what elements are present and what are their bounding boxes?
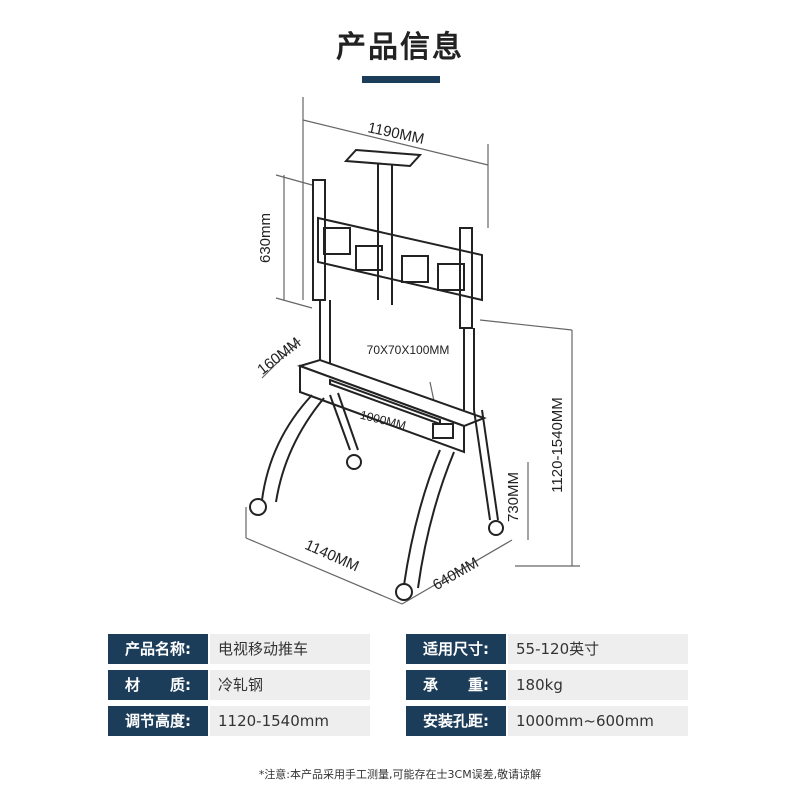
spec-row: 调节高度: 1120-1540mm 安装孔距: 1000mm~600mm: [108, 706, 688, 736]
camera-shelf: [343, 148, 423, 168]
front-right-leg: [403, 449, 441, 586]
spec-value: 1120-1540mm: [210, 706, 370, 736]
dimension-line: [479, 319, 573, 331]
vesa-slot: [437, 263, 465, 291]
dim-base-width: 1140MM: [302, 536, 361, 575]
measurement-note: *注意:本产品采用手工测量,可能存在士3CM误差,敬请谅解: [258, 768, 542, 781]
spec-row: 产品名称: 电视移动推车 适用尺寸: 55-120英寸: [108, 634, 688, 664]
vesa-slot: [323, 227, 351, 255]
mount-plate: [317, 216, 483, 302]
spec-value: 1000mm~600mm: [508, 706, 688, 736]
dimension-line: [245, 537, 403, 605]
dim-top-width: 1190MM: [366, 119, 426, 148]
spec-label: 产品名称:: [108, 634, 208, 664]
vesa-slot: [401, 255, 429, 283]
dimension-line: [275, 297, 313, 309]
title-underline: [362, 76, 440, 83]
dim-base-depth: 640MM: [430, 554, 482, 594]
caster-wheel: [488, 520, 504, 536]
front-right-leg: [417, 451, 455, 589]
spec-value: 180kg: [508, 670, 688, 700]
dimension-line: [275, 174, 313, 186]
caster-wheel: [395, 583, 413, 601]
right-upright: [459, 227, 473, 329]
dim-panel-height: 630mm: [257, 213, 274, 263]
spec-value: 电视移动推车: [210, 634, 370, 664]
rear-left-leg: [329, 394, 351, 451]
dim-height-range: 1120-1540MM: [549, 397, 566, 493]
product-dimension-diagram: 1190MM 630mm 160MM 70X70X100MM 1000MM 11…: [245, 97, 580, 605]
dim-base-height: 730MM: [505, 472, 522, 522]
page-title: 产品信息: [336, 30, 464, 65]
rear-right-leg: [473, 409, 491, 521]
dim-vesa: 70X70X100MM: [367, 343, 450, 357]
spec-value: 冷轧钢: [210, 670, 370, 700]
rear-right-leg: [481, 409, 499, 521]
front-left-leg: [275, 397, 325, 503]
tray-box: [432, 423, 454, 439]
spec-row: 材 质: 冷轧钢 承 重: 180kg: [108, 670, 688, 700]
dimension-line: [261, 339, 301, 379]
dimension-line: [401, 539, 513, 605]
spec-label: 适用尺寸:: [406, 634, 506, 664]
rear-left-leg: [337, 392, 359, 451]
caster-wheel: [249, 498, 267, 516]
front-left-leg: [261, 394, 313, 501]
spec-label: 材 质:: [108, 670, 208, 700]
vesa-slot: [355, 245, 383, 271]
dim-tray-depth: 160MM: [254, 334, 304, 378]
spec-value: 55-120英寸: [508, 634, 688, 664]
caster-wheel: [346, 454, 362, 470]
spec-label: 调节高度:: [108, 706, 208, 736]
spec-label: 承 重:: [406, 670, 506, 700]
dimension-line: [302, 119, 489, 166]
spec-label: 安装孔距:: [406, 706, 506, 736]
